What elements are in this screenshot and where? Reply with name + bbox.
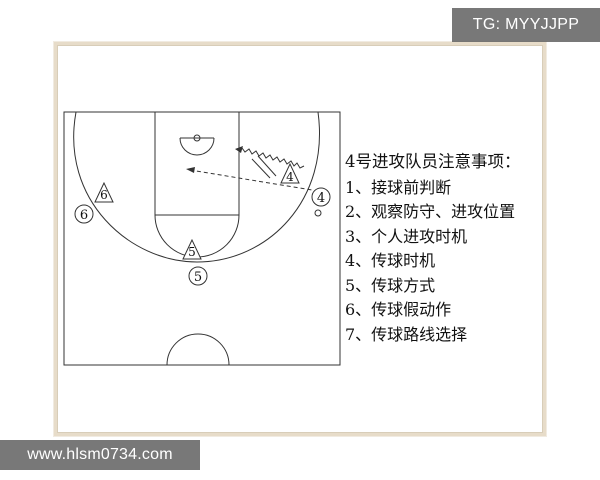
defender-movement-line-2: [257, 155, 277, 177]
basket: [193, 134, 201, 142]
defender-6-label: 6: [100, 188, 108, 202]
defender-4-label: 4: [286, 170, 294, 184]
offense-6-label: 6: [80, 208, 88, 223]
lane-key: [154, 111, 240, 216]
note-item: 6、传球假动作: [345, 300, 452, 319]
center-circle: [166, 333, 230, 366]
offense-4-circle: [311, 187, 331, 207]
defender-5-label: 5: [188, 245, 196, 259]
note-item: 3、个人进攻时机: [345, 226, 468, 246]
watermark-bottom-left: www.hlsm0734.com: [0, 440, 200, 470]
offense-5-label: 5: [194, 270, 202, 285]
note-item: 1、接球前判断: [345, 177, 452, 197]
three-point-line: [73, 111, 320, 263]
defender-5-triangle: [182, 238, 202, 260]
note-item: 4、传球时机: [345, 251, 436, 270]
defender-wavy-line: [237, 147, 305, 169]
offense-6-circle: [74, 204, 94, 224]
defender-6-triangle: [94, 181, 114, 203]
defender-4-triangle: [280, 162, 300, 184]
restricted-arc: [179, 137, 215, 156]
wavy-arrowhead: [235, 146, 243, 153]
note-item: 2、观察防守、进攻位置: [345, 202, 516, 221]
offense-4-label: 4: [317, 191, 325, 206]
notes-panel: 4号进攻队员注意事项： 1、接球前判断 2、观察防守、进攻位置 3、个人进攻时机…: [345, 150, 521, 347]
note-item: 7、传球路线选择: [345, 324, 468, 344]
watermark-top-right: TG: MYYJJPP: [452, 8, 600, 42]
notes-title: 4号进攻队员注意事项：: [345, 152, 521, 171]
half-court-boundary: [63, 111, 341, 366]
pass-arrowhead: [186, 167, 195, 173]
offense-5-circle: [188, 266, 208, 286]
note-item: 5、传球方式: [345, 275, 436, 295]
ball-marker: [314, 209, 322, 217]
defender-movement-line: [251, 158, 271, 179]
